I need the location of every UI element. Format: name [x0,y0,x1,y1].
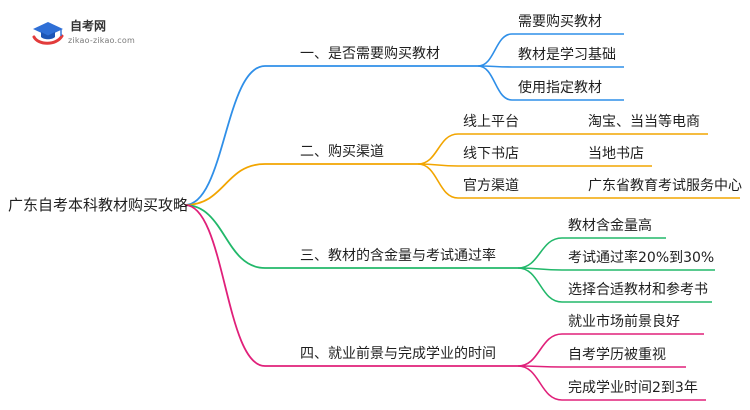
branch3-leaf-3: 选择合适教材和参考书 [568,282,708,298]
connector-root-branch2 [184,163,266,206]
graduation-cap-icon [32,22,64,45]
branch3-leaf-1: 教材含金量高 [568,218,652,234]
branch1-leaf-2: 教材是学习基础 [518,47,616,63]
logo-title: 自考网 [70,19,107,33]
branch4-leaf-1: 就业市场前景良好 [568,314,680,330]
connector-b1-c3 [477,65,513,101]
branch2-leaf-2: 线下书店 [463,146,519,162]
branch3-label: 三、教材的含金量与考试通过率 [300,248,496,264]
connector-b2-c1 [417,133,459,165]
connector-b1-c1 [477,33,513,67]
branch2-leaf-3-detail: 广东省教育考试服务中心 [588,178,742,194]
branch2-leaf-1-detail: 淘宝、当当等电商 [588,114,700,130]
branch2-leaf-1: 线上平台 [463,114,519,130]
connector-b4-c3 [517,365,563,401]
connector-b2-c3 [417,163,459,199]
connector-b3-c1 [517,237,563,269]
branch1-leaf-1: 需要购买教材 [518,14,602,30]
connector-root-branch3 [184,204,266,269]
branch4-label: 四、就业前景与完成学业的时间 [300,346,496,362]
connector-b4-c1 [517,333,563,367]
branch1-label: 一、是否需要购买教材 [300,46,440,62]
branch4-leaf-3: 完成学业时间2到3年 [568,380,698,396]
branch3-leaf-2: 考试通过率20%到30% [568,250,715,266]
connector-b3-c3 [517,267,563,303]
root-topic: 广东自考本科教材购买攻略 [8,196,189,214]
connector-root-branch1 [184,65,266,206]
connector-root-branch4 [184,204,266,367]
branch2-leaf-2-detail: 当地书店 [588,146,644,162]
logo-url: zikao-zikao.com [68,36,135,45]
branch4-leaf-2: 自考学历被重视 [568,347,666,363]
branch1-leaf-3: 使用指定教材 [518,80,602,96]
branch2-leaf-3: 官方渠道 [463,178,519,194]
branch2-label: 二、购买渠道 [300,144,384,160]
